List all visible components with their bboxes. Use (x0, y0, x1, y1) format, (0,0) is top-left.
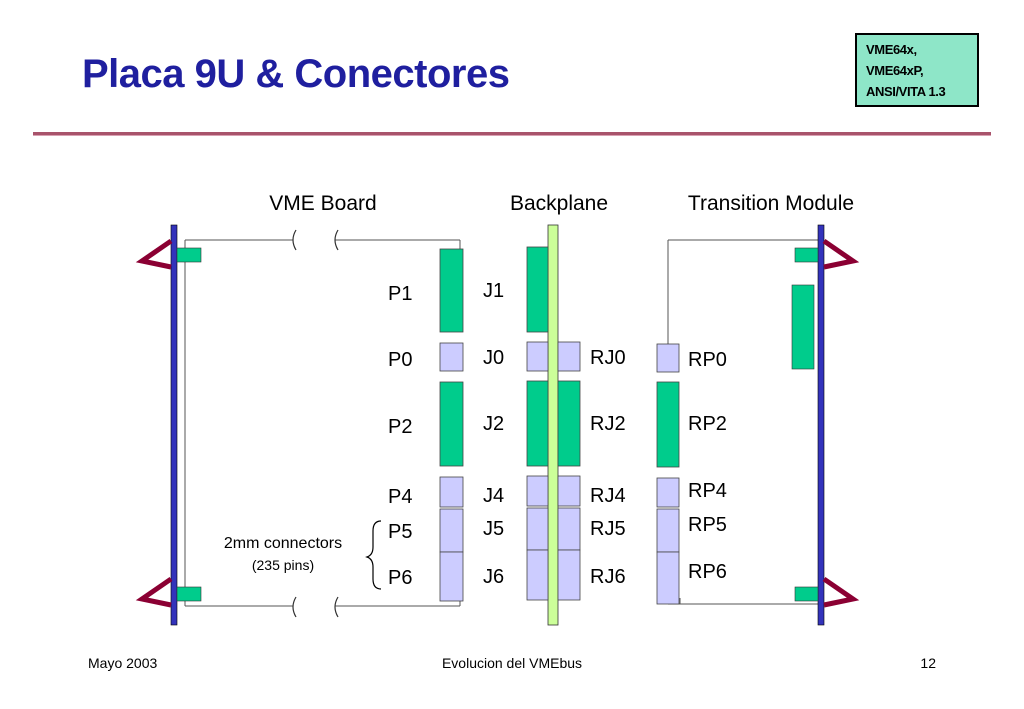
transition-connector-blocks (656, 343, 680, 605)
label-rp6: RP6 (688, 561, 727, 583)
front-panel (170, 224, 178, 626)
connector-rp5 (656, 508, 680, 553)
heading-vme-board: VME Board (269, 192, 376, 215)
footer-title: Evolucion del VMEbus (441, 655, 583, 671)
rear-ejector-handle-bottom (822, 576, 860, 608)
label-j5: J5 (483, 518, 504, 540)
connector-j5 (526, 507, 549, 551)
ejector-handle-top (135, 238, 173, 270)
label-rj6: RJ6 (590, 566, 626, 588)
label-rj4: RJ4 (590, 485, 626, 507)
label-rj2: RJ2 (590, 413, 626, 435)
spec-badge: VME64x, VME64xP, ANSI/VITA 1.3 (855, 33, 979, 107)
connector-p2 (439, 381, 464, 467)
label-p5: P5 (388, 521, 412, 543)
connector-rp6 (656, 551, 680, 605)
rear-mount-bottom (794, 586, 819, 602)
label-j2: J2 (483, 413, 504, 435)
rear-panel-connector (791, 284, 815, 370)
connector-group-brace (365, 520, 382, 590)
ejector-handle-bottom (135, 576, 173, 608)
page-number: 12 (920, 655, 936, 671)
connector-rj5 (557, 507, 581, 551)
connector-rj4 (557, 475, 581, 507)
connector-p1 (439, 248, 464, 333)
connector-rj6 (557, 549, 581, 601)
heading-transition-module: Transition Module (688, 192, 854, 215)
slide-title: Placa 9U & Conectores (82, 52, 510, 96)
backplane-rear-blocks (557, 341, 581, 601)
connector-j0 (526, 341, 549, 372)
badge-line: VME64xP, (866, 63, 924, 78)
backplane-bar (547, 224, 559, 626)
label-rp4: RP4 (688, 480, 727, 502)
connector-p0 (439, 342, 464, 372)
connector-j1 (526, 246, 549, 333)
label-p2: P2 (388, 416, 412, 438)
label-rj0: RJ0 (590, 347, 626, 369)
label-p4: P4 (388, 486, 412, 508)
connector-p4 (439, 476, 464, 508)
label-rp2: RP2 (688, 413, 727, 435)
label-rp0: RP0 (688, 349, 727, 371)
badge-line: VME64x, (866, 42, 917, 57)
connector-rp2 (656, 381, 680, 468)
connector-rp4 (656, 477, 680, 508)
backplane-front-blocks (526, 246, 549, 601)
heading-backplane: Backplane (510, 192, 608, 215)
connector-rp0 (656, 343, 680, 373)
label-p6: P6 (388, 567, 412, 589)
panel-mount-bottom (176, 586, 202, 602)
panel-mount-top (176, 247, 202, 263)
board-break-marks (292, 228, 339, 619)
label-j1: J1 (483, 280, 504, 302)
connector-j4 (526, 475, 549, 507)
note-2mm-connectors: 2mm connectors (224, 535, 342, 552)
label-p0: P0 (388, 349, 412, 371)
connector-p6 (439, 551, 464, 602)
connector-rj2 (557, 380, 581, 467)
label-j4: J4 (483, 485, 504, 507)
badge-line: ANSI/VITA 1.3 (866, 84, 946, 99)
label-rj5: RJ5 (590, 518, 626, 540)
rear-panel (817, 224, 825, 626)
connector-rj0 (557, 341, 581, 372)
title-divider (33, 132, 991, 136)
footer-date: Mayo 2003 (88, 655, 158, 671)
label-j6: J6 (483, 566, 504, 588)
label-rp5: RP5 (688, 514, 727, 536)
note-pin-count: (235 pins) (252, 557, 314, 573)
label-p1: P1 (388, 283, 412, 305)
label-j0: J0 (483, 347, 504, 369)
connector-p5 (439, 508, 464, 553)
rear-ejector-handle-top (822, 238, 860, 270)
transition-module-outline (667, 239, 818, 605)
rear-mount-top (794, 247, 819, 263)
board-connector-blocks (439, 248, 464, 602)
connector-j6 (526, 549, 549, 601)
connector-j2 (526, 380, 549, 467)
